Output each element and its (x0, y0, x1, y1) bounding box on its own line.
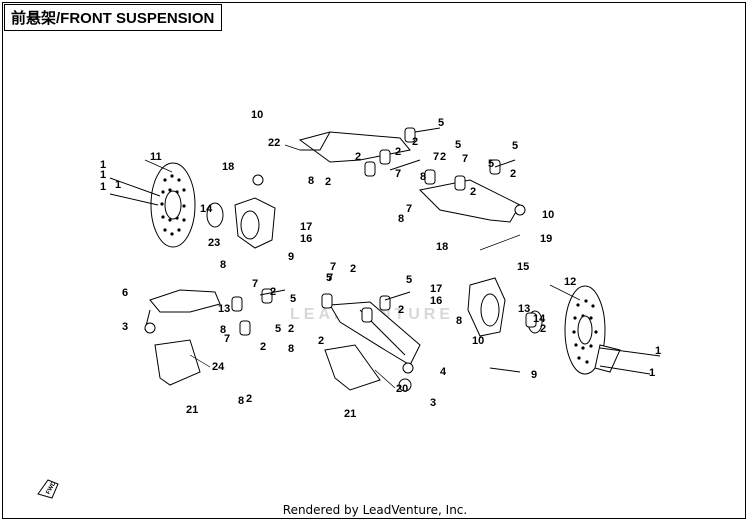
ball-joint-lower (398, 378, 412, 392)
callout-5: 5 (406, 274, 412, 286)
callout-17: 17 (300, 221, 312, 233)
callout-18: 18 (222, 161, 234, 173)
callout-2: 2 (260, 341, 266, 353)
callout-5: 5 (455, 139, 461, 151)
callout-8: 8 (308, 175, 314, 187)
callout-3: 3 (122, 321, 128, 333)
callout-14: 14 (200, 203, 213, 215)
skid-guard-left (154, 339, 201, 386)
callout-5: 5 (275, 323, 281, 335)
callout-2: 2 (440, 151, 446, 163)
callout-7: 7 (433, 151, 439, 163)
callout-5: 5 (512, 140, 518, 152)
callout-19: 19 (540, 233, 552, 245)
callout-2: 2 (318, 335, 324, 347)
callout-10: 10 (251, 109, 263, 121)
callout-8: 8 (398, 213, 404, 225)
callout-20: 20 (396, 383, 408, 395)
callout-6: 6 (122, 287, 128, 299)
callout-10: 10 (542, 209, 554, 221)
callout-5: 5 (438, 117, 444, 129)
callout-13: 13 (218, 303, 230, 315)
callout-2: 2 (246, 393, 252, 405)
callout-8: 8 (238, 395, 244, 407)
callout-5: 5 (290, 293, 296, 305)
skid-guard-right (324, 344, 381, 391)
callout-8: 8 (288, 343, 294, 355)
callout-14: 14 (533, 313, 546, 325)
ball-joint-upper (514, 204, 526, 216)
callout-7: 7 (224, 333, 230, 345)
callout-1: 1 (649, 367, 655, 379)
callout-7: 7 (406, 203, 412, 215)
callout-2: 2 (412, 136, 418, 148)
callout-3: 3 (430, 397, 436, 409)
callout-2: 2 (355, 151, 361, 163)
callout-17: 17 (430, 283, 442, 295)
callout-24: 24 (212, 361, 225, 373)
footer-credit: Rendered by LeadVenture, Inc. (282, 503, 468, 517)
callout-4: 4 (440, 366, 447, 378)
callout-10: 10 (472, 335, 484, 347)
callout-2: 2 (395, 146, 401, 158)
callout-16: 16 (430, 295, 442, 307)
callout-7: 7 (395, 168, 401, 180)
callout-1: 1 (655, 345, 661, 357)
callout-8: 8 (420, 171, 426, 183)
upper-a-arm-right (418, 179, 521, 223)
callout-2: 2 (510, 168, 516, 180)
callout-7: 7 (330, 261, 336, 273)
callout-11: 11 (150, 151, 162, 163)
callout-16: 16 (300, 233, 312, 245)
lower-a-arm-left (149, 289, 221, 313)
callout-1: 1 (100, 159, 106, 171)
fwd-arrow-icon: FWD (37, 479, 59, 499)
callout-18: 18 (436, 241, 448, 253)
callout-2: 2 (288, 323, 294, 335)
callout-8: 8 (220, 259, 226, 271)
callout-21: 21 (186, 404, 198, 416)
callout-8: 8 (456, 315, 462, 327)
callout-8: 8 (220, 324, 226, 336)
callout-1: 1 (100, 169, 106, 181)
callout-9: 9 (288, 251, 294, 263)
callout-7: 7 (252, 278, 258, 290)
callout-2: 2 (270, 286, 276, 298)
hub-left (206, 202, 224, 228)
callout-2: 2 (350, 263, 356, 275)
callout-1: 1 (100, 181, 106, 193)
callout-22: 22 (268, 137, 280, 149)
callout-23: 23 (208, 237, 220, 249)
callout-13: 13 (518, 303, 530, 315)
callout-7: 7 (462, 153, 468, 165)
callout-1: 1 (115, 179, 121, 191)
callout-2: 2 (325, 176, 331, 188)
page-title: 前悬架/FRONT SUSPENSION (4, 4, 222, 31)
callout-2: 2 (398, 304, 404, 316)
callout-5: 5 (488, 158, 494, 170)
callout-9: 9 (531, 369, 537, 381)
callout-7: 7 (327, 272, 333, 284)
callout-12: 12 (564, 276, 576, 288)
callout-15: 15 (517, 261, 529, 273)
callout-5: 5 (326, 272, 332, 284)
callout-2: 2 (470, 186, 476, 198)
callout-21: 21 (344, 408, 356, 420)
callout-2: 2 (540, 323, 546, 335)
